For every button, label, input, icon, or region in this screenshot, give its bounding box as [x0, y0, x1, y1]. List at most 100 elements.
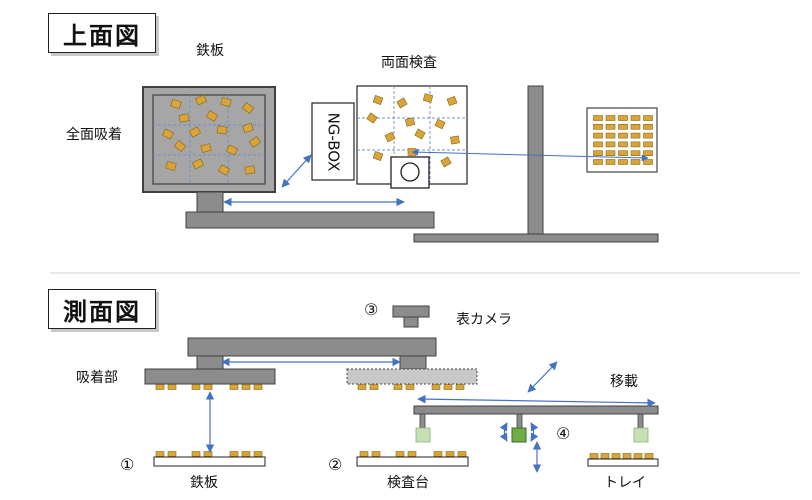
tray-part	[618, 141, 628, 148]
plate-support-post	[196, 191, 224, 213]
double-inspection-label: 両面検査	[381, 55, 437, 71]
plate-part	[200, 143, 212, 153]
inspection-parts	[366, 93, 460, 168]
tray-part	[630, 159, 641, 165]
tray-part	[593, 115, 603, 121]
plate-part	[173, 140, 187, 152]
tray-part-side	[622, 453, 632, 459]
tray-part	[605, 159, 616, 165]
ghost-suction-part	[431, 384, 441, 390]
tray-part	[605, 150, 616, 156]
inspection-part	[434, 118, 446, 130]
ghost-suction-part	[405, 384, 415, 390]
plate-part	[188, 126, 202, 138]
plate-part	[165, 161, 177, 171]
tray-part	[605, 141, 616, 148]
tray-part	[630, 132, 641, 139]
tray-part	[605, 132, 616, 139]
iron-plate-part-side	[191, 451, 201, 457]
step4-number: ④	[556, 424, 571, 443]
nozzle-cup-left	[415, 427, 431, 443]
plate-part	[242, 122, 254, 134]
plate-part	[226, 144, 238, 156]
tray-part	[630, 124, 641, 130]
tray-part-side	[589, 453, 599, 459]
plate-part	[170, 98, 182, 110]
beam-hanger-left	[196, 355, 224, 370]
tray-part-side	[611, 453, 621, 459]
inspection-part	[384, 131, 396, 143]
tray-part	[618, 150, 628, 156]
tray-part	[643, 115, 653, 121]
inspection-part	[366, 112, 378, 124]
tray-part	[605, 115, 616, 121]
tray-part	[593, 141, 603, 148]
inspection-part	[450, 135, 460, 145]
nozzle-cup-mid	[511, 427, 527, 443]
tray-part	[630, 150, 641, 156]
gantry-base	[413, 233, 659, 243]
tray-part	[593, 132, 603, 139]
tray-part-side	[633, 453, 643, 459]
transfer-move-arrow	[417, 394, 656, 408]
plate-part	[216, 125, 228, 135]
nozzle-cup-right	[633, 427, 649, 443]
tray-side	[587, 458, 659, 467]
ng-box-label: NG-BOX	[324, 112, 343, 172]
ghost-suction-part	[393, 384, 403, 390]
tray-part	[618, 124, 628, 130]
suction-part	[203, 384, 213, 390]
tray-label: トレイ	[604, 475, 646, 491]
iron-plate-part-side	[229, 451, 239, 457]
ng-box	[311, 102, 355, 181]
plate-part	[192, 158, 204, 170]
ghost-suction-part	[443, 384, 453, 390]
transfer-beam	[413, 405, 659, 415]
suction-part	[253, 384, 263, 390]
top-view-heading: 上面図	[48, 13, 156, 53]
plate-part	[217, 164, 231, 176]
gantry-column	[527, 85, 544, 235]
iron-plate-part-side	[241, 451, 251, 457]
plate-part	[178, 113, 190, 123]
plate-part	[220, 97, 232, 107]
iron-plate-parts	[162, 94, 262, 176]
plate-part	[205, 110, 219, 122]
front-camera-label: 表カメラ	[456, 312, 512, 328]
tray-part	[643, 141, 653, 148]
front-camera-lens	[403, 316, 419, 328]
suction-head	[144, 368, 276, 385]
suction-part	[191, 384, 201, 390]
tray-part	[630, 141, 641, 148]
front-camera-body	[392, 305, 430, 318]
suction-head-ghost	[346, 368, 478, 385]
tray-part	[643, 132, 653, 139]
tray-part	[643, 159, 653, 165]
suction-part	[167, 384, 177, 390]
full-suction-label: 全面吸着	[66, 127, 122, 143]
tray-part	[618, 159, 628, 165]
suction-part	[229, 384, 239, 390]
tray-part	[643, 124, 653, 130]
inspection-part-side	[359, 451, 369, 457]
iron-plate-part-side	[167, 451, 177, 457]
top-tray-parts	[593, 115, 653, 165]
nozzle-stem-right	[637, 413, 644, 429]
nozzle-stem-mid	[516, 413, 523, 429]
inspection-part-side	[445, 451, 455, 457]
inspection-part	[372, 94, 384, 106]
iron-plate-label-side: 鉄板	[190, 475, 218, 491]
iron-plate-grid	[153, 95, 265, 184]
inspection-part	[372, 150, 384, 162]
tray-part-side	[644, 453, 654, 459]
plate-part	[195, 94, 207, 106]
nozzle-stem-left	[419, 413, 426, 429]
inspection-part	[404, 117, 416, 127]
inspection-part-side	[407, 451, 417, 457]
inspection-table-label: 検査台	[387, 475, 429, 491]
suction-unit-label: 吸着部	[76, 370, 118, 386]
side-view-parts	[155, 384, 654, 459]
tray-part	[618, 115, 628, 121]
inspection-part-side	[433, 451, 443, 457]
